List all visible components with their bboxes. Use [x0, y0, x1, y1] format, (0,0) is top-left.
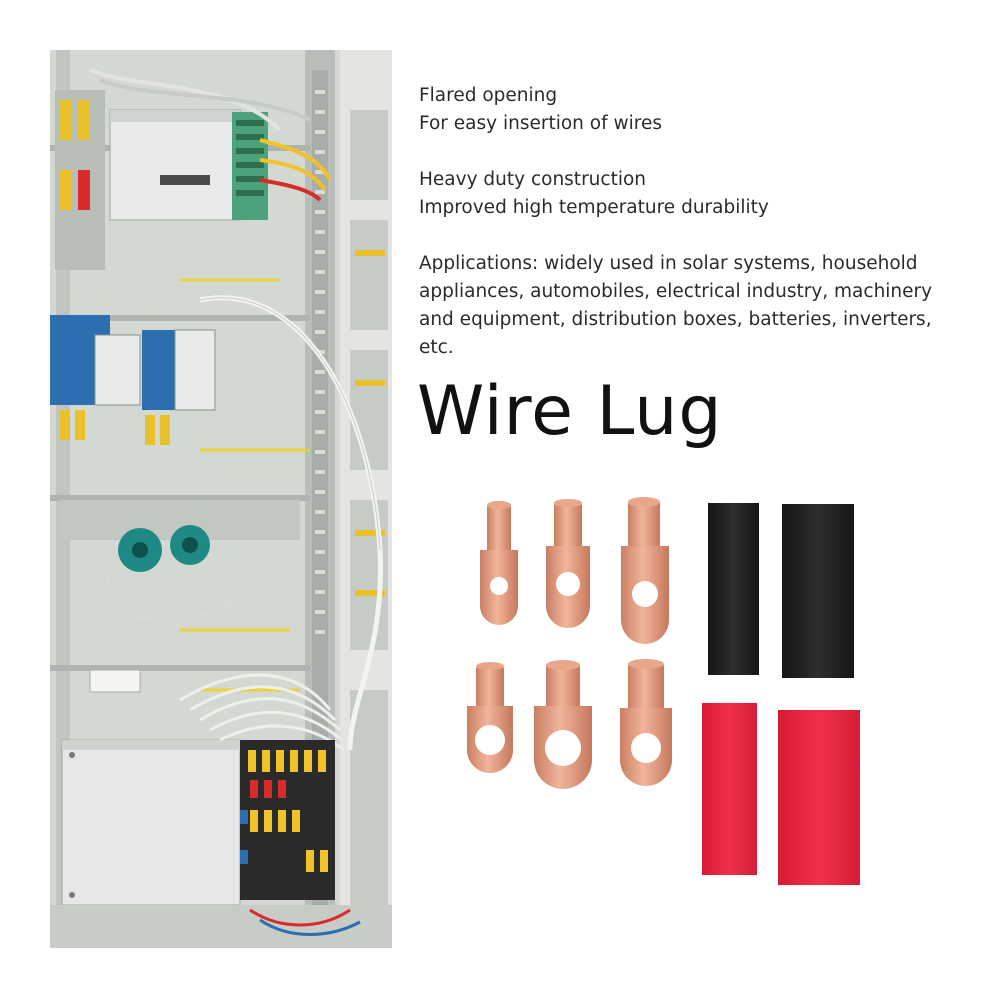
black-heat-shrink-sleeve-2: [782, 504, 854, 678]
feature-2-detail: Improved high temperature durability: [419, 197, 769, 218]
red-heat-shrink-sleeve-1: [702, 703, 757, 875]
electrical-cabinet-photo: [50, 50, 392, 948]
black-heat-shrink-sleeve-1: [708, 503, 759, 675]
electrical-cabinet-illustration: [50, 50, 392, 948]
applications-line-1: Applications: widely used in solar syste…: [419, 253, 918, 274]
applications-line-4: etc.: [419, 337, 454, 358]
lug-and-sleeve-set-illustration: [467, 497, 860, 885]
applications-line-3: and equipment, distribution boxes, batte…: [419, 309, 932, 330]
feature-2-title: Heavy duty construction: [419, 169, 647, 190]
copper-lug-3: [621, 497, 669, 644]
copper-lug-2: [546, 499, 590, 628]
product-photo: [455, 490, 885, 900]
applications-line-2: appliances, automobiles, electrical indu…: [419, 281, 933, 302]
copper-lug-6: [620, 659, 672, 786]
feature-1-detail: For easy insertion of wires: [419, 113, 662, 134]
copper-lug-5: [534, 660, 592, 789]
feature-1-title: Flared opening: [419, 85, 558, 106]
red-heat-shrink-sleeve-2: [778, 710, 860, 885]
copper-lug-4: [467, 662, 513, 773]
copper-lug-1: [480, 501, 518, 625]
product-title: Wire Lug: [417, 372, 723, 451]
